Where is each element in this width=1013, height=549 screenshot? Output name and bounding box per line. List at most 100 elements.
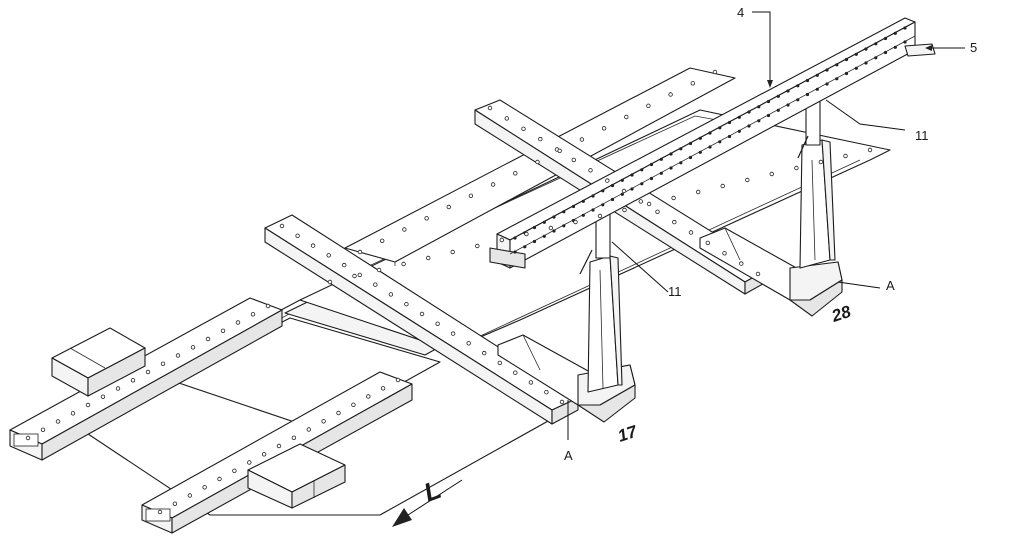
main-beam-holes-lower [562, 224, 566, 228]
main-beam-holes-lower [610, 197, 615, 202]
plate-holes [450, 249, 455, 255]
right-beam-holes [306, 427, 311, 432]
main-beam-holes [610, 183, 615, 188]
main-beam-holes-lower [854, 66, 858, 70]
rear-cross-holes [722, 251, 727, 256]
rear-cross-holes [638, 199, 643, 204]
main-beam-holes [630, 173, 634, 177]
main-beam-holes [776, 94, 780, 98]
left-beam-holes [235, 320, 241, 325]
rear-cross-holes [588, 168, 593, 173]
main-beam-holes-lower [659, 171, 663, 175]
strip-holes [579, 137, 585, 142]
label-section-a-left: A [564, 448, 573, 463]
strip-holes [357, 249, 363, 255]
strip-holes [624, 114, 629, 120]
main-beam-holes [601, 189, 605, 193]
rear-cross-holes [755, 271, 761, 277]
left-beam-holes [220, 328, 226, 333]
strip-holes [424, 216, 429, 221]
plate-holes [818, 159, 824, 165]
rear-cross-holes [688, 230, 694, 235]
front-cross-holes [497, 360, 502, 366]
left-beam-holes [160, 361, 166, 366]
front-cross-holes [482, 350, 487, 356]
rear-cross-holes [521, 126, 526, 131]
main-beam-holes [552, 215, 556, 219]
front-cross-holes [388, 292, 394, 297]
mounting-holes [25, 26, 907, 515]
main-beam-holes [649, 162, 654, 167]
main-beam-holes-lower [523, 245, 527, 249]
rear-cross-holes [672, 219, 677, 225]
main-beam-holes [825, 68, 829, 72]
plate-holes [352, 273, 357, 279]
strip-holes [668, 92, 673, 97]
plate-holes [622, 207, 627, 213]
main-beam-holes [679, 147, 683, 151]
left-beam-holes [40, 427, 46, 432]
strip-holes [535, 159, 540, 165]
right-beam-holes [187, 493, 192, 498]
rear-cross-holes [504, 116, 509, 121]
left-beam-holes [175, 353, 181, 358]
stand-base-rear [699, 227, 843, 317]
main-beam-holes-lower [883, 50, 888, 55]
main-beam-holes-lower [757, 119, 761, 123]
left-beam-holes [265, 303, 271, 309]
main-beam-holes [708, 131, 712, 135]
right-beam-holes [336, 410, 341, 416]
plate-holes [769, 171, 774, 177]
main-beam-holes-lower [844, 71, 849, 76]
plate-holes [646, 201, 652, 207]
right-beam-holes [351, 402, 356, 407]
rear-cross-holes [621, 188, 627, 194]
leaders [392, 11, 965, 527]
rear-cross-holes [605, 178, 610, 183]
rear-cross-holes [487, 105, 493, 111]
left-beam-holes [145, 369, 151, 375]
main-beam-holes [727, 120, 732, 125]
main-beam-holes [591, 194, 595, 198]
front-cross-holes [513, 370, 518, 375]
main-beam-holes-lower [532, 239, 537, 244]
label-base-28: 28 [828, 302, 853, 326]
main-beam-holes [562, 210, 566, 214]
strip-holes [380, 238, 385, 243]
plate-holes [745, 177, 750, 183]
main-beam-holes [844, 57, 849, 62]
front-cross-holes [404, 302, 409, 307]
main-beam-holes-lower [805, 92, 810, 97]
rear-cross-holes [538, 136, 543, 142]
left-beam-holes [100, 394, 106, 399]
left-beam-holes [25, 435, 31, 441]
right-beam-holes [157, 509, 163, 515]
strip-holes [468, 193, 474, 198]
main-beam-holes [659, 157, 663, 161]
plate-holes [573, 219, 578, 225]
front-cross-holes [373, 282, 378, 287]
main-beam-holes [747, 110, 751, 114]
main-beam-holes-lower [776, 108, 780, 112]
plate-holes [794, 165, 799, 171]
main-beam-holes [532, 225, 537, 230]
main-beam-holes [542, 220, 546, 224]
main-beam-holes [883, 36, 888, 41]
main-beam-holes-lower [679, 161, 683, 165]
front-cross-holes [559, 399, 565, 405]
front-cross-holes [450, 331, 456, 336]
main-beam-holes [854, 52, 858, 56]
left-beam-holes [115, 386, 121, 391]
main-beam-holes-lower [766, 113, 771, 118]
main-beam-holes-lower [825, 82, 829, 86]
plate-holes [867, 147, 873, 153]
rear-cross-holes [655, 209, 660, 214]
plate-holes [671, 195, 676, 201]
main-beam-holes-lower [718, 140, 722, 144]
plate-holes [376, 267, 382, 273]
main-beam-holes [688, 141, 693, 146]
right-beam-holes [276, 443, 282, 449]
plate-holes [843, 153, 848, 159]
strip-holes [690, 81, 695, 86]
main-beam-holes [903, 26, 907, 30]
